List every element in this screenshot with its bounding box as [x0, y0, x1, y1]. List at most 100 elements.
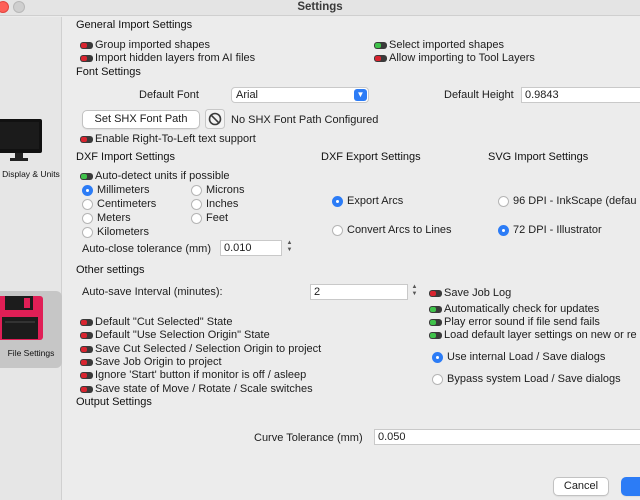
unit-radio-inches[interactable]: Inches: [191, 198, 238, 210]
toggle-off-icon: [374, 54, 387, 62]
unit-radio-centimeters[interactable]: Centimeters: [82, 198, 156, 210]
toggle-off-icon: [80, 54, 93, 62]
radio-label: Millimeters: [97, 184, 150, 196]
unit-radio-meters[interactable]: Meters: [82, 212, 131, 224]
radio-selected-icon: [332, 195, 343, 207]
toggle-label: Play error sound if file send fails: [444, 316, 600, 328]
toggle-off-icon: [80, 41, 93, 49]
toggle-off-icon: [80, 345, 93, 353]
radio-label: Microns: [206, 184, 245, 196]
radio-icon: [191, 198, 202, 210]
tolerance-stepper[interactable]: ▲▼: [286, 240, 293, 253]
radio-icon: [191, 184, 202, 196]
settings-panel: General Import Settings Group imported s…: [62, 17, 640, 500]
radio-selected-icon: [498, 224, 509, 236]
toggle-label: Save Job Log: [444, 287, 512, 299]
toggle-label: Ignore 'Start' button if monitor is off …: [95, 369, 307, 381]
toggle-off-icon: [80, 331, 93, 339]
radio-selected-icon: [432, 351, 443, 363]
radio-label: 72 DPI - Illustrator: [513, 224, 602, 236]
radio-icon: [82, 198, 93, 210]
radio-label: Kilometers: [97, 226, 149, 238]
toggle-on-icon: [429, 331, 442, 339]
radio-icon: [432, 373, 443, 385]
rtl-text-toggle[interactable]: Enable Right-To-Left text support: [80, 133, 256, 145]
toggle-label: Save Cut Selected / Selection Origin to …: [95, 343, 322, 355]
radio-icon: [82, 226, 93, 238]
default-cut-selected-toggle[interactable]: Default "Cut Selected" State: [80, 316, 232, 328]
radio-icon: [191, 212, 202, 224]
play-error-sound-toggle[interactable]: Play error sound if file send fails: [429, 316, 600, 328]
curve-tolerance-field[interactable]: 0.050: [374, 429, 640, 445]
default-font-value: Arial: [236, 89, 259, 101]
no-entry-icon: [205, 109, 225, 129]
auto-check-updates-toggle[interactable]: Automatically check for updates: [429, 303, 599, 315]
radio-icon: [82, 212, 93, 224]
save-cut-selected-toggle[interactable]: Save Cut Selected / Selection Origin to …: [80, 343, 321, 355]
title-bar: Settings: [0, 0, 640, 16]
monitor-icon: [0, 119, 42, 161]
internal-dialogs-radio[interactable]: Use internal Load / Save dialogs: [432, 351, 605, 363]
export-arcs-radio[interactable]: Export Arcs: [332, 195, 403, 207]
svg-import-heading: SVG Import Settings: [488, 151, 589, 163]
curve-tolerance-label: Curve Tolerance (mm): [254, 432, 363, 444]
close-window-icon[interactable]: [0, 1, 9, 13]
cancel-button[interactable]: Cancel: [553, 477, 609, 496]
radio-label: Feet: [206, 212, 229, 224]
floppy-disk-icon: [0, 296, 43, 340]
radio-label: Bypass system Load / Save dialogs: [447, 373, 621, 385]
minimize-window-icon[interactable]: [13, 1, 25, 13]
toggle-label: Allow importing to Tool Layers: [389, 52, 535, 64]
save-switch-state-toggle[interactable]: Save state of Move / Rotate / Scale swit…: [80, 383, 313, 395]
ignore-start-button-toggle[interactable]: Ignore 'Start' button if monitor is off …: [80, 369, 306, 381]
convert-arcs-radio[interactable]: Convert Arcs to Lines: [332, 224, 452, 236]
autosave-stepper[interactable]: ▲▼: [411, 284, 418, 297]
toggle-on-icon: [429, 318, 442, 326]
font-settings-heading: Font Settings: [76, 66, 141, 78]
radio-icon: [498, 195, 509, 207]
unit-radio-microns[interactable]: Microns: [191, 184, 245, 196]
general-import-heading: General Import Settings: [76, 19, 193, 31]
group-imported-shapes-toggle[interactable]: Group imported shapes: [80, 39, 210, 51]
ok-button[interactable]: [621, 477, 640, 496]
auto-close-tolerance-label: Auto-close tolerance (mm): [82, 243, 211, 255]
default-font-label: Default Font: [139, 89, 199, 101]
radio-label: Export Arcs: [347, 195, 404, 207]
import-hidden-layers-toggle[interactable]: Import hidden layers from AI files: [80, 52, 255, 64]
toggle-on-icon: [429, 305, 442, 313]
toggle-off-icon: [80, 371, 93, 379]
default-font-select[interactable]: Arial ▼: [231, 87, 369, 103]
radio-label: 96 DPI - InkScape (defau: [513, 195, 637, 207]
bypass-dialogs-radio[interactable]: Bypass system Load / Save dialogs: [432, 373, 621, 385]
select-imported-shapes-toggle[interactable]: Select imported shapes: [374, 39, 504, 51]
toggle-off-icon: [80, 358, 93, 366]
unit-radio-feet[interactable]: Feet: [191, 212, 228, 224]
default-height-field[interactable]: 0.9843: [521, 87, 640, 103]
sidebar-item-display-units[interactable]: Display & Units: [0, 113, 62, 190]
toggle-off-icon: [429, 289, 442, 297]
svg-96dpi-radio[interactable]: 96 DPI - InkScape (defau: [498, 195, 637, 207]
load-default-layer-toggle[interactable]: Load default layer settings on new or re: [429, 329, 637, 341]
shx-status-text: No SHX Font Path Configured: [231, 114, 379, 126]
auto-close-tolerance-field[interactable]: 0.010: [220, 240, 282, 256]
toggle-label: Load default layer settings on new or re: [444, 329, 637, 341]
save-job-log-toggle[interactable]: Save Job Log: [429, 287, 511, 299]
dxf-import-heading: DXF Import Settings: [76, 151, 176, 163]
radio-label: Meters: [97, 212, 131, 224]
dxf-export-heading: DXF Export Settings: [321, 151, 421, 163]
radio-label: Inches: [206, 198, 239, 210]
auto-detect-units-toggle[interactable]: Auto-detect units if possible: [80, 170, 230, 182]
unit-radio-kilometers[interactable]: Kilometers: [82, 226, 149, 238]
default-use-selection-origin-toggle[interactable]: Default "Use Selection Origin" State: [80, 329, 270, 341]
svg-72dpi-radio[interactable]: 72 DPI - Illustrator: [498, 224, 602, 236]
chevron-down-icon: ▼: [354, 89, 367, 101]
sidebar-item-label: File Settings: [7, 348, 55, 358]
unit-radio-millimeters[interactable]: Millimeters: [82, 184, 150, 196]
toggle-label: Save Job Origin to project: [95, 356, 222, 368]
save-job-origin-toggle[interactable]: Save Job Origin to project: [80, 356, 222, 368]
autosave-interval-field[interactable]: 2: [310, 284, 408, 300]
set-shx-font-path-button[interactable]: Set SHX Font Path: [82, 110, 200, 129]
sidebar-item-file-settings[interactable]: File Settings: [0, 291, 62, 368]
allow-tool-layers-toggle[interactable]: Allow importing to Tool Layers: [374, 52, 535, 64]
toggle-label: Auto-detect units if possible: [95, 170, 230, 182]
